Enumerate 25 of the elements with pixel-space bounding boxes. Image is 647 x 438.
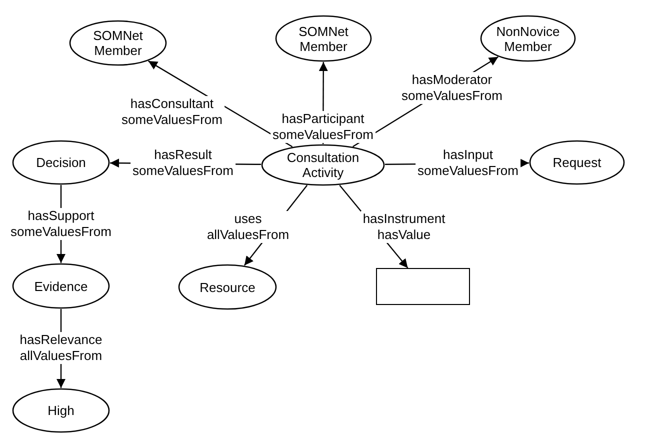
class-ellipse (275, 15, 372, 62)
edge-label: uses allValuesFrom (204, 211, 292, 243)
class-ellipse (12, 263, 110, 309)
class-ellipse (69, 20, 167, 66)
edge-label: hasSupport someValuesFrom (8, 208, 114, 240)
node-label: Resource (200, 280, 256, 294)
process-box (376, 268, 470, 305)
node-label: Evidence (34, 278, 88, 294)
node-label: SOMNet Member (298, 24, 348, 54)
class-ellipse (178, 264, 277, 310)
edge-label: hasModerator someValuesFrom (400, 72, 504, 104)
node-label: Request (552, 155, 602, 170)
node-label: Decision (36, 155, 86, 170)
edge-label: hasInstrument hasValue (360, 211, 448, 243)
class-ellipse (12, 140, 110, 185)
edge-label: hasParticipant someValuesFrom (270, 111, 376, 143)
node-label: SOMNet Member (93, 28, 143, 58)
class-ellipse (480, 15, 576, 62)
class-ellipse (529, 140, 625, 185)
node-label: High (48, 403, 74, 418)
node-label: NonNovice Member (496, 24, 560, 54)
node-label: Consultation Activity (286, 150, 360, 180)
class-ellipse (12, 388, 110, 433)
class-ellipse (261, 144, 385, 186)
edge-label: hasRelevance allValuesFrom (18, 332, 104, 364)
